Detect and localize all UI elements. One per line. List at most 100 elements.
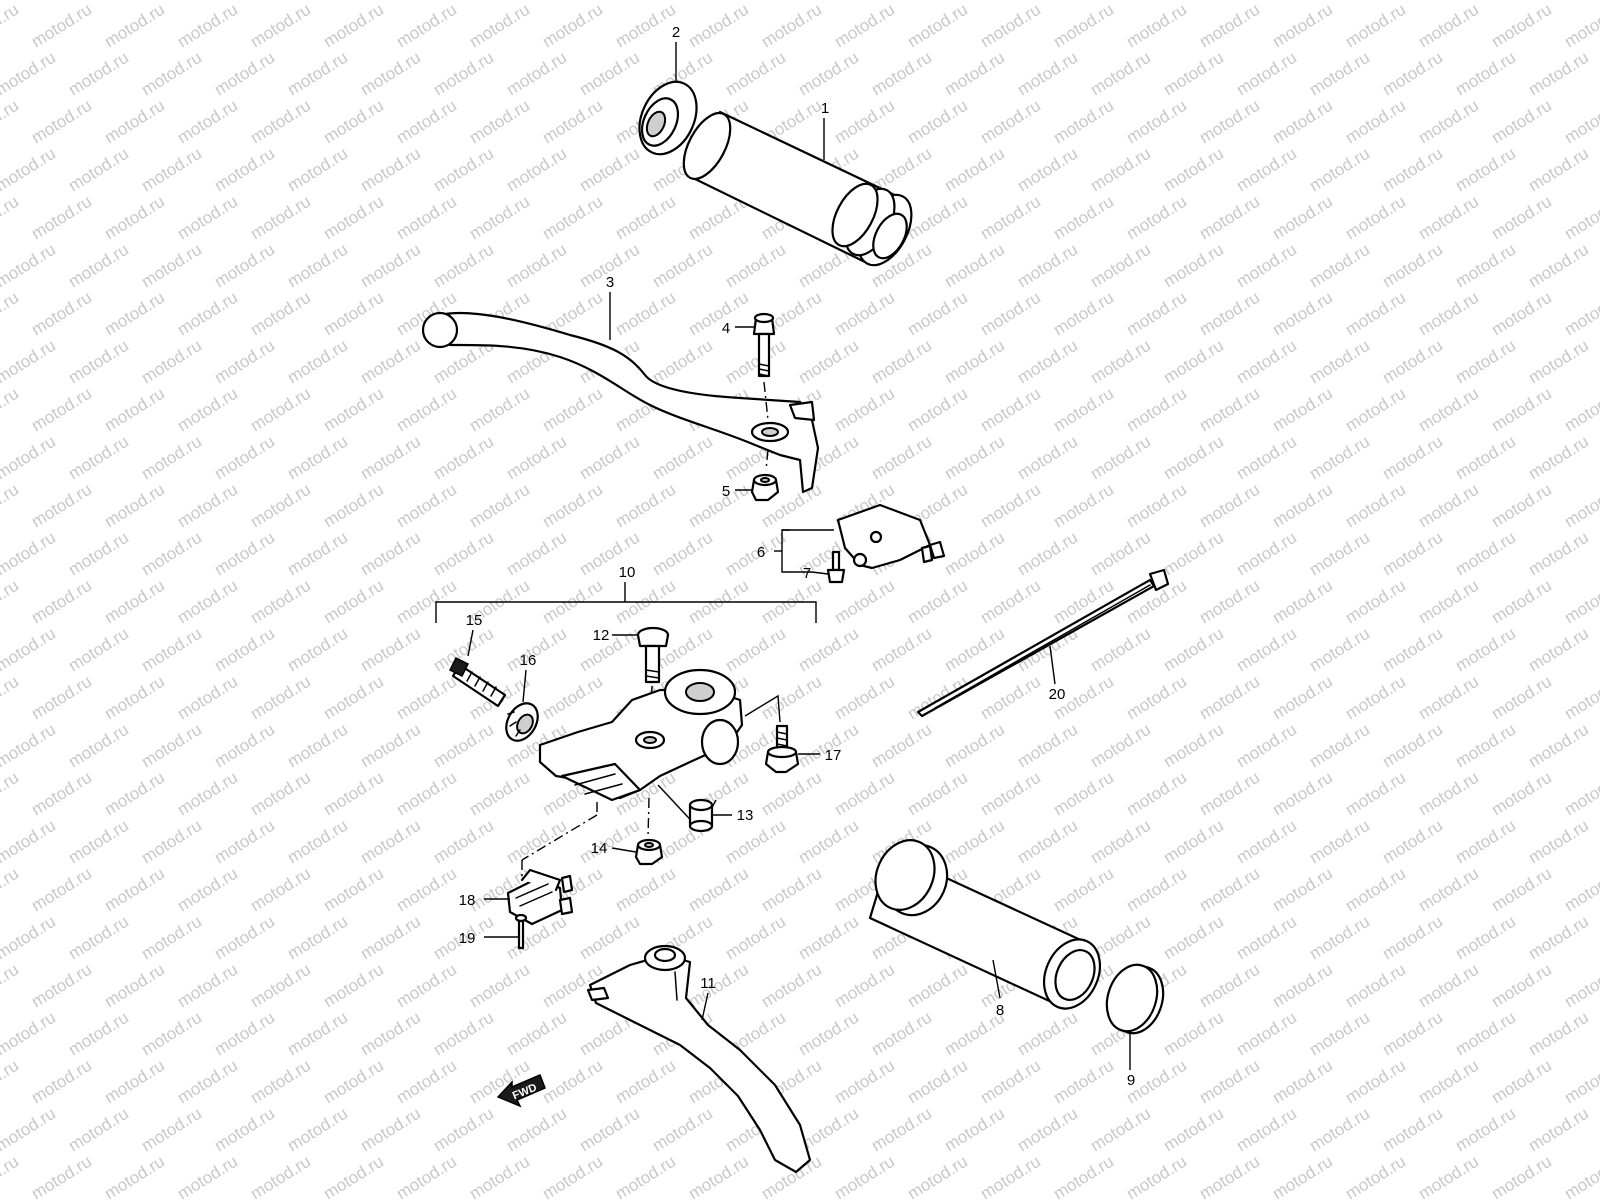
part-16-adjuster-dial[interactable] <box>500 698 544 747</box>
watermark-text: motod.ru <box>1415 192 1482 244</box>
watermark-text: motod.ru <box>430 1008 497 1060</box>
part-13-collar[interactable] <box>688 798 714 833</box>
watermark-text: motod.ru <box>0 864 22 916</box>
watermark-text: motod.ru <box>612 1152 679 1200</box>
watermark-text: motod.ru <box>28 480 95 532</box>
watermark-text: motod.ru <box>1379 912 1446 964</box>
watermark-text: motod.ru <box>357 1008 424 1060</box>
callout-6: 6 <box>757 544 765 561</box>
watermark-text: motod.ru <box>1415 96 1482 148</box>
part-5-nut[interactable] <box>750 473 780 502</box>
watermark-text: motod.ru <box>1415 1056 1482 1108</box>
watermark-text: motod.ru <box>393 480 460 532</box>
part-6-brake-switch[interactable] <box>836 503 946 570</box>
watermark-text: motod.ru <box>211 816 278 868</box>
watermark-text: motod.ru <box>211 528 278 580</box>
watermark-text: motod.ru <box>0 672 22 724</box>
watermark-text: motod.ru <box>357 1104 424 1156</box>
watermark-text: motod.ru <box>941 0 1008 3</box>
watermark-text: motod.ru <box>576 816 643 868</box>
watermark-text: motod.ru <box>904 672 971 724</box>
watermark-text: motod.ru <box>1233 1104 1300 1156</box>
watermark-text: motod.ru <box>722 336 789 388</box>
watermark-text: motod.ru <box>211 624 278 676</box>
part-15-adjuster-bolt[interactable] <box>448 656 507 708</box>
watermark-text: motod.ru <box>466 1152 533 1200</box>
watermark-text: motod.ru <box>430 240 497 292</box>
watermark-text: motod.ru <box>1014 816 1081 868</box>
watermark-text: motod.ru <box>393 960 460 1012</box>
watermark-text: motod.ru <box>685 1152 752 1200</box>
watermark-text: motod.ru <box>1123 480 1190 532</box>
part-7-screw[interactable] <box>826 550 846 584</box>
callout-17: 17 <box>825 747 842 764</box>
part-8-grip[interactable] <box>865 831 1111 1018</box>
watermark-text: motod.ru <box>174 1056 241 1108</box>
watermark-text: motod.ru <box>1561 864 1600 916</box>
watermark-text: motod.ru <box>904 576 971 628</box>
watermark-text: motod.ru <box>247 960 314 1012</box>
part-18-clutch-switch[interactable] <box>506 868 574 926</box>
watermark-text: motod.ru <box>1561 1152 1600 1200</box>
watermark-text: motod.ru <box>1415 768 1482 820</box>
watermark-text: motod.ru <box>831 576 898 628</box>
watermark-text: motod.ru <box>831 960 898 1012</box>
watermark-text: motod.ru <box>795 336 862 388</box>
watermark-text: motod.ru <box>1488 672 1555 724</box>
watermark-text: motod.ru <box>722 912 789 964</box>
watermark-text: motod.ru <box>0 1008 59 1060</box>
part-10-lever-holder[interactable] <box>538 668 744 802</box>
watermark-text: motod.ru <box>1561 1056 1600 1108</box>
watermark-text: motod.ru <box>539 1152 606 1200</box>
watermark-text: motod.ru <box>1452 1008 1519 1060</box>
watermark-text: motod.ru <box>1379 1104 1446 1156</box>
watermark-text: motod.ru <box>1561 672 1600 724</box>
watermark-text: motod.ru <box>1561 96 1600 148</box>
watermark-text: motod.ru <box>1233 624 1300 676</box>
callout-10: 10 <box>619 564 636 581</box>
watermark-text: motod.ru <box>138 720 205 772</box>
watermark-text: motod.ru <box>1342 768 1409 820</box>
part-9-grip-end-cap[interactable] <box>1099 958 1172 1040</box>
watermark-text: motod.ru <box>430 720 497 772</box>
watermark-text: motod.ru <box>1561 384 1600 436</box>
watermark-text: motod.ru <box>138 48 205 100</box>
watermark-text: motod.ru <box>1342 1056 1409 1108</box>
part-3-brake-lever[interactable] <box>421 311 820 494</box>
part-17-bolt[interactable] <box>764 724 800 774</box>
watermark-text: motod.ru <box>1014 432 1081 484</box>
watermark-text: motod.ru <box>1269 864 1336 916</box>
watermark-text: motod.ru <box>977 192 1044 244</box>
watermark-text: motod.ru <box>868 48 935 100</box>
watermark-text: motod.ru <box>1306 624 1373 676</box>
watermark-text: motod.ru <box>1342 576 1409 628</box>
watermark-text: motod.ru <box>101 1152 168 1200</box>
watermark-text: motod.ru <box>430 528 497 580</box>
part-4-pivot-bolt[interactable] <box>752 312 776 378</box>
part-14-nut[interactable] <box>634 838 664 866</box>
watermark-text: motod.ru <box>1014 336 1081 388</box>
watermark-text: motod.ru <box>284 720 351 772</box>
watermark-text: motod.ru <box>831 1152 898 1200</box>
watermark-text: motod.ru <box>941 816 1008 868</box>
watermark-text: motod.ru <box>1087 144 1154 196</box>
watermark-text: motod.ru <box>1342 288 1409 340</box>
watermark-text: motod.ru <box>211 48 278 100</box>
watermark-text: motod.ru <box>1050 384 1117 436</box>
watermark-text: motod.ru <box>977 0 1044 51</box>
watermark-text: motod.ru <box>28 960 95 1012</box>
part-2-grip-end[interactable] <box>628 73 707 164</box>
watermark-text: motod.ru <box>539 192 606 244</box>
watermark-text: motod.ru <box>320 672 387 724</box>
watermark-text: motod.ru <box>1488 960 1555 1012</box>
watermark-text: motod.ru <box>320 192 387 244</box>
part-11-clutch-lever[interactable] <box>586 944 812 1174</box>
watermark-text: motod.ru <box>1488 1056 1555 1108</box>
watermark-text: motod.ru <box>65 528 132 580</box>
part-19-screw[interactable] <box>514 913 528 950</box>
part-1-throttle-grip[interactable] <box>674 106 922 274</box>
watermark-text: motod.ru <box>65 912 132 964</box>
part-20-cable-tie[interactable] <box>916 568 1170 718</box>
watermark-text: motod.ru <box>1525 336 1592 388</box>
watermark-text: motod.ru <box>1306 0 1373 3</box>
